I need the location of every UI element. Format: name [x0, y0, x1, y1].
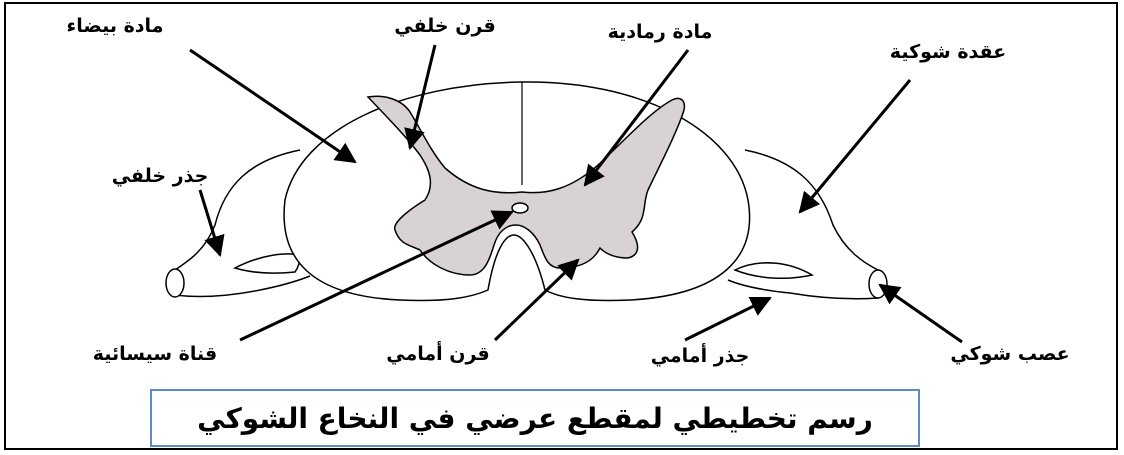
label-spinal-nerve: عصب شوكي [950, 343, 1069, 365]
label-ventral-root: جذر أمامي [651, 343, 750, 367]
arrow-ventral-horn [495, 260, 578, 340]
label-dorsal-horn: قرن خلفي [394, 15, 495, 37]
arrow-spinal-ganglion [800, 80, 910, 212]
arrow-spinal-nerve [880, 285, 962, 342]
arrow-white-matter [190, 50, 355, 162]
label-spinal-ganglion: عقدة شوكية [890, 41, 1006, 63]
arrow-ventral-root [685, 298, 770, 340]
label-ventral-horn: قرن أمامي [386, 341, 490, 365]
label-central-canal: قناة سيسائية [93, 343, 217, 365]
central-canal [512, 203, 528, 213]
right-root-structure [728, 150, 887, 299]
diagram-caption: رسم تخطيطي لمقطع عرضي في النخاع الشوكي [197, 402, 873, 435]
label-dorsal-root: جذر خلفي [112, 165, 209, 187]
caption-box: رسم تخطيطي لمقطع عرضي في النخاع الشوكي [150, 389, 920, 447]
label-gray-matter: مادة رمادية [608, 21, 713, 43]
label-white-matter: مادة بيضاء [67, 15, 164, 37]
